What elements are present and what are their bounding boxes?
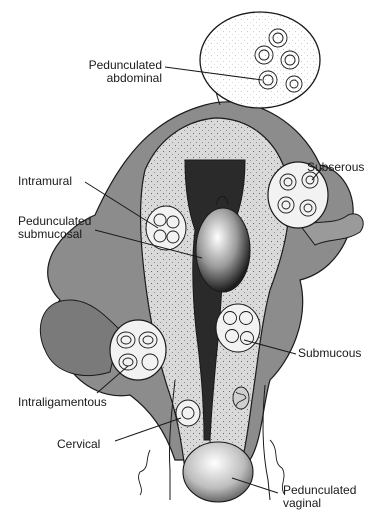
label-intraligamentous: Intraligamentous: [18, 396, 107, 409]
label-pedunculated-vaginal: Pedunculated vaginal: [283, 484, 356, 510]
submucous-fibroid: [216, 304, 260, 352]
vaginal-fibroid: [183, 442, 253, 502]
submucosal-fibroid: [196, 208, 250, 292]
label-pedunculated-submucosal: Pedunculated submucosal: [18, 215, 91, 241]
label-submucous: Submucous: [298, 347, 361, 360]
label-intramural: Intramural: [18, 175, 72, 188]
label-pedunculated-abdominal: Pedunculated abdominal: [50, 59, 162, 85]
label-cervical: Cervical: [57, 438, 100, 451]
intramural-fibroid: [146, 206, 186, 250]
label-subserous: Subserous: [307, 161, 364, 174]
canal-polyp: [233, 387, 249, 409]
intraligamentous-fibroid: [110, 320, 166, 380]
cervical-fibroid: [176, 400, 200, 426]
vagina-frills-left: [139, 450, 150, 495]
